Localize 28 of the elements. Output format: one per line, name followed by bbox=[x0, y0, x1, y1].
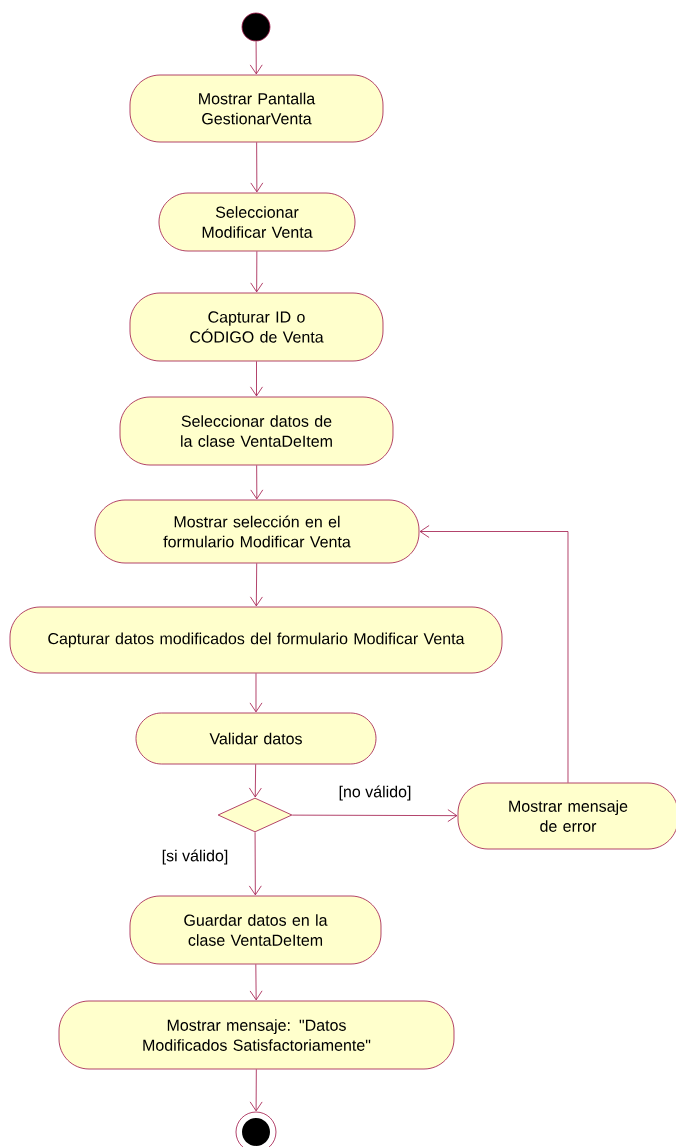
activity-box: Seleccionar datos de la clase VentaDeItem bbox=[119, 396, 394, 466]
activity-box: Mostrar mensaje: "Datos Modificados Satisfactoriamente" bbox=[58, 1000, 455, 1070]
activity-box: Guardar datos en la clase VentaDeItem bbox=[129, 895, 382, 965]
arrow bbox=[249, 673, 263, 713]
activity-box: Capturar datos modificados del formulario Modificar Venta bbox=[9, 606, 503, 674]
arrow bbox=[291, 809, 458, 822]
arrow bbox=[249, 41, 263, 75]
final-state bbox=[235, 1111, 277, 1147]
decision-diamond bbox=[217, 797, 293, 833]
edge-label: [no válido] bbox=[337, 784, 413, 802]
arrow bbox=[249, 964, 263, 1001]
activity-box: Capturar ID o CÓDIGO de Venta bbox=[129, 292, 384, 362]
arrow bbox=[419, 525, 569, 783]
arrow bbox=[250, 465, 264, 500]
activity-box: Mostrar selección en el formulario Modificar Venta bbox=[94, 499, 420, 564]
edge-label: [si válido] bbox=[160, 848, 230, 866]
arrow bbox=[250, 142, 264, 193]
arrow bbox=[248, 831, 262, 896]
activity-box: Seleccionar Modificar Venta bbox=[158, 192, 356, 252]
arrow bbox=[249, 1069, 263, 1112]
arrow bbox=[250, 251, 264, 293]
activity-box: Mostrar Pantalla GestionarVenta bbox=[129, 74, 384, 143]
arrow bbox=[250, 563, 263, 607]
arrow bbox=[250, 361, 263, 397]
initial-state bbox=[241, 12, 271, 42]
arrow bbox=[248, 764, 262, 798]
activity-box: Mostrar mensaje de error bbox=[457, 782, 676, 850]
activity-box: Validar datos bbox=[135, 712, 377, 765]
